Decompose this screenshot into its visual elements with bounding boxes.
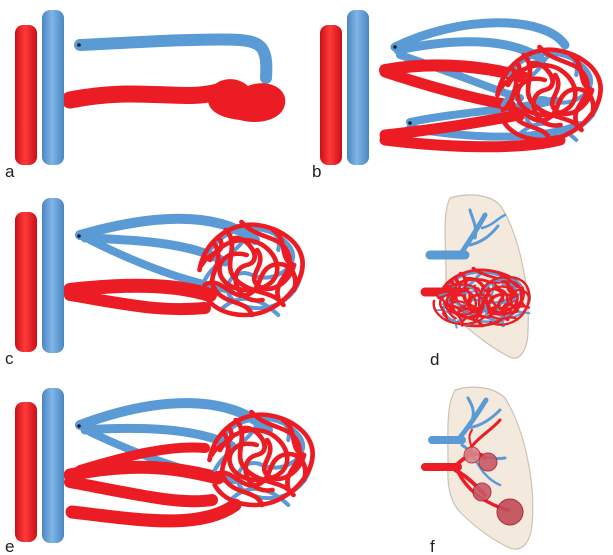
panel-e: d (425, 195, 540, 369)
panel-d-label: b (312, 162, 321, 181)
panel-c-vein-trunk (42, 388, 64, 543)
panel-f: f (425, 387, 533, 555)
panel-d-vein-dot-2 (408, 121, 412, 125)
panel-a-veins (80, 39, 266, 78)
panel-b-arteries (70, 286, 210, 309)
panel-a-vein-dot (77, 43, 81, 47)
panel-d-artery-trunk (320, 25, 342, 165)
panel-a-fistula-sac (208, 79, 285, 122)
panel-b: c (5, 198, 303, 368)
panel-c-vein-dot (77, 424, 81, 428)
panel-b-label: c (5, 349, 14, 368)
panel-a: a (5, 10, 285, 181)
panel-c: e (5, 388, 313, 555)
panel-b-vein-trunk (42, 198, 64, 353)
panel-d-vein-dot (393, 45, 397, 49)
panel-c-label: e (5, 537, 14, 555)
panel-d-vein-trunk (347, 10, 369, 165)
panel-a-label: a (5, 162, 15, 181)
panel-a-artery-trunk (15, 25, 37, 165)
panel-a-arteries (70, 92, 218, 100)
panel-b-artery-trunk (15, 212, 37, 352)
panel-d: b (312, 10, 601, 181)
panel-e-label: d (430, 350, 439, 369)
panel-c-artery-trunk (15, 402, 37, 542)
panel-b-vein-dot (77, 234, 81, 238)
panel-d-nidus (498, 47, 601, 140)
panel-f-label: f (430, 537, 435, 555)
panel-a-vein-trunk (42, 10, 64, 165)
